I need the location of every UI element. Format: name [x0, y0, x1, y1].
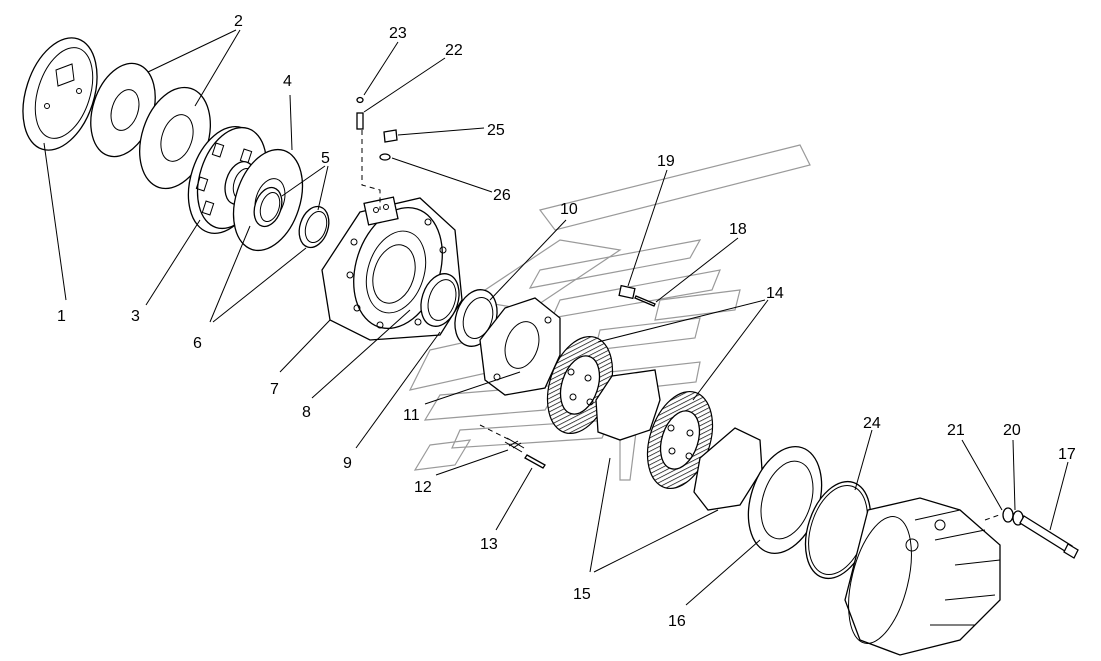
callout-8: 8	[302, 404, 311, 421]
callout-2: 2	[234, 13, 243, 30]
part-12-13-spring-pin	[479, 424, 546, 469]
callout-6: 6	[193, 335, 202, 352]
callout-23: 23	[389, 25, 407, 42]
callout-25: 25	[487, 122, 505, 139]
axle-housing	[844, 497, 1001, 656]
callout-5: 5	[321, 150, 330, 167]
part-16-reaction-plate	[747, 445, 823, 555]
callout-labels: 1 2 3 4 5 6 7 8 9 10 11 12 13 14 15 16 1…	[57, 13, 1076, 630]
part-8-9-seals	[420, 273, 498, 347]
callout-13: 13	[480, 536, 498, 553]
callout-24: 24	[863, 415, 881, 432]
callout-7: 7	[270, 381, 279, 398]
callout-3: 3	[131, 308, 140, 325]
part-5-rings	[253, 186, 330, 249]
part-17-20-21-bolt	[984, 507, 1079, 559]
part-18-19-pin	[618, 284, 656, 307]
callout-26: 26	[493, 187, 511, 204]
callout-9: 9	[343, 455, 352, 472]
part-2-shims	[90, 62, 211, 190]
callout-16: 16	[668, 613, 686, 630]
part-15-separator-plates	[595, 369, 763, 511]
callout-1: 1	[57, 308, 66, 325]
callout-4: 4	[283, 73, 292, 90]
part-1-end-plate	[22, 37, 98, 151]
part-22-23-25-26-fittings	[356, 96, 398, 210]
callout-10: 10	[560, 201, 578, 218]
part-11-pressure-plate	[479, 297, 561, 396]
callout-12: 12	[414, 479, 432, 496]
callout-18: 18	[729, 221, 747, 238]
callout-17: 17	[1058, 446, 1076, 463]
callout-22: 22	[445, 42, 463, 59]
callout-14: 14	[766, 285, 784, 302]
callout-21: 21	[947, 422, 965, 439]
part-14-friction-discs	[546, 335, 714, 490]
callout-11: 11	[403, 407, 420, 424]
callout-19: 19	[657, 153, 675, 170]
leader-lines	[43, 29, 1069, 606]
callout-20: 20	[1003, 422, 1021, 439]
callout-15: 15	[573, 586, 591, 603]
